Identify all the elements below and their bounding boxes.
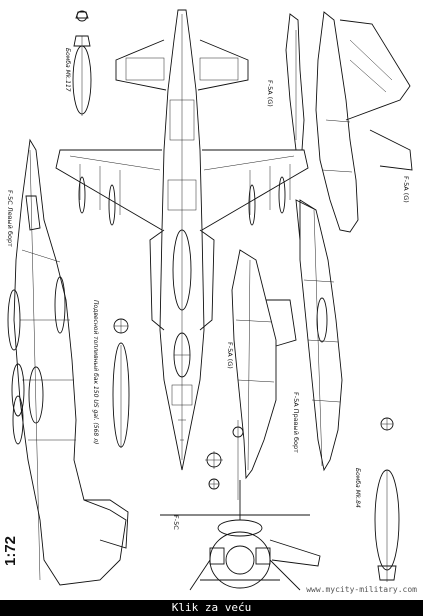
label-drop-tank: Подвесной топливный бак 150 US gal. (568… bbox=[92, 300, 99, 444]
label-f5a-g-top-right: F-5A (G) bbox=[266, 80, 274, 107]
label-f5c-front: F-5C bbox=[172, 515, 180, 530]
aircraft-drawing-sheet: Бомба Mk.117 Бомба Mk.84 F-5C Левый борт… bbox=[6, 9, 413, 591]
mk117-bomb-drawing bbox=[72, 10, 92, 116]
front-view-f5c bbox=[160, 420, 321, 591]
side-view-f5a-middle bbox=[231, 249, 297, 480]
label-bomb-mk84: Бомба Mk.84 bbox=[354, 468, 361, 508]
label-f5a-right-side: F-5A Правый борт bbox=[292, 392, 300, 453]
label-f5a-g-right-vertical: F-5A (G) bbox=[402, 176, 410, 203]
scale-label: 1:72 bbox=[2, 535, 19, 566]
enlarge-caption-link[interactable]: Klik za veću bbox=[0, 600, 423, 616]
side-view-f5a-upper bbox=[285, 11, 413, 233]
label-bomb-mk117: Бомба Mk.117 bbox=[64, 48, 71, 92]
top-view-aircraft bbox=[55, 9, 309, 471]
label-f5a-g-middle: F-5A (G) bbox=[226, 342, 234, 369]
watermark-text: www.mycity-military.com bbox=[306, 585, 417, 594]
side-view-f5a-right bbox=[295, 199, 343, 472]
side-view-f5c bbox=[7, 138, 129, 586]
drop-tank-drawing bbox=[112, 318, 130, 448]
label-f5c-left-side: F-5C Левый борт bbox=[6, 190, 14, 247]
mk84-bomb-drawing bbox=[374, 417, 400, 582]
